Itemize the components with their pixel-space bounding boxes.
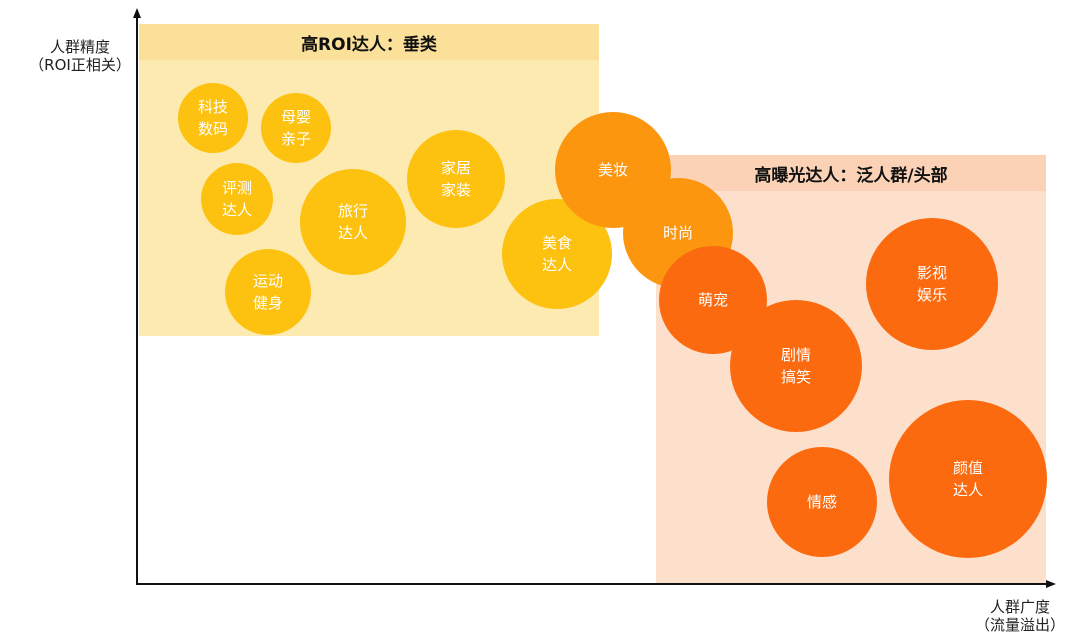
bubble-home: 家居家装 — [407, 130, 505, 228]
bubble-looks: 颜值达人 — [889, 400, 1047, 558]
bubble-label-line: 达人 — [337, 224, 368, 242]
bubble-emotion: 情感 — [767, 447, 877, 557]
bubble-review: 评测达人 — [201, 163, 273, 235]
x-axis-label-line1: 人群广度 — [989, 598, 1050, 616]
bubble-label-line: 评测 — [221, 179, 252, 197]
bubble-label-line: 达人 — [221, 201, 252, 219]
bubble-label-line: 搞笑 — [780, 368, 811, 386]
y-axis-label-line1: 人群精度 — [49, 38, 110, 56]
bubble-mother: 母婴亲子 — [261, 93, 331, 163]
x-axis-label: 人群广度 （流量溢出） — [964, 598, 1076, 634]
bubble-drama: 剧情搞笑 — [730, 300, 862, 432]
bubble-label-line: 颜值 — [952, 459, 983, 477]
bubble-sport: 运动健身 — [225, 249, 311, 335]
bubble-label-line: 娱乐 — [916, 286, 947, 304]
bubble-label-line: 达人 — [952, 481, 983, 499]
bubble-label-line: 运动 — [252, 272, 283, 290]
bubble-label-line: 亲子 — [280, 130, 311, 148]
bubble-label-line: 美食 — [541, 234, 572, 252]
bubble-label-line: 达人 — [541, 256, 572, 274]
bubble-pets: 萌宠 — [659, 246, 767, 354]
y-axis-label-line2: （ROI正相关） — [29, 56, 131, 74]
bubble-label-line: 萌宠 — [697, 291, 728, 309]
bubble-label-line: 数码 — [197, 120, 228, 138]
bubble-tech: 科技数码 — [178, 83, 248, 153]
y-axis-label: 人群精度 （ROI正相关） — [28, 38, 132, 74]
bubble-travel: 旅行达人 — [300, 169, 406, 275]
bubble-label-line: 家居 — [440, 159, 471, 177]
bubble-label-line: 母婴 — [280, 108, 311, 126]
roi-zone-title: 高ROI达人：垂类 — [139, 24, 599, 60]
x-axis-label-line2: （流量溢出） — [974, 616, 1065, 634]
bubble-label-line: 健身 — [252, 294, 283, 312]
exposure-zone-title: 高曝光达人：泛人群/头部 — [656, 155, 1046, 191]
bubble-label-line: 旅行 — [337, 202, 368, 220]
bubble-label-line: 剧情 — [780, 346, 811, 364]
y-axis-arrow — [133, 8, 141, 18]
bubble-label-line: 家装 — [440, 181, 471, 199]
bubble-label-line: 科技 — [197, 98, 228, 116]
bubble-label-line: 影视 — [916, 264, 947, 282]
bubble-film: 影视娱乐 — [866, 218, 998, 350]
bubble-label-line: 美妆 — [597, 161, 628, 179]
x-axis-arrow — [1046, 580, 1056, 588]
bubble-label-line: 时尚 — [662, 224, 693, 242]
bubble-label-line: 情感 — [806, 493, 837, 511]
